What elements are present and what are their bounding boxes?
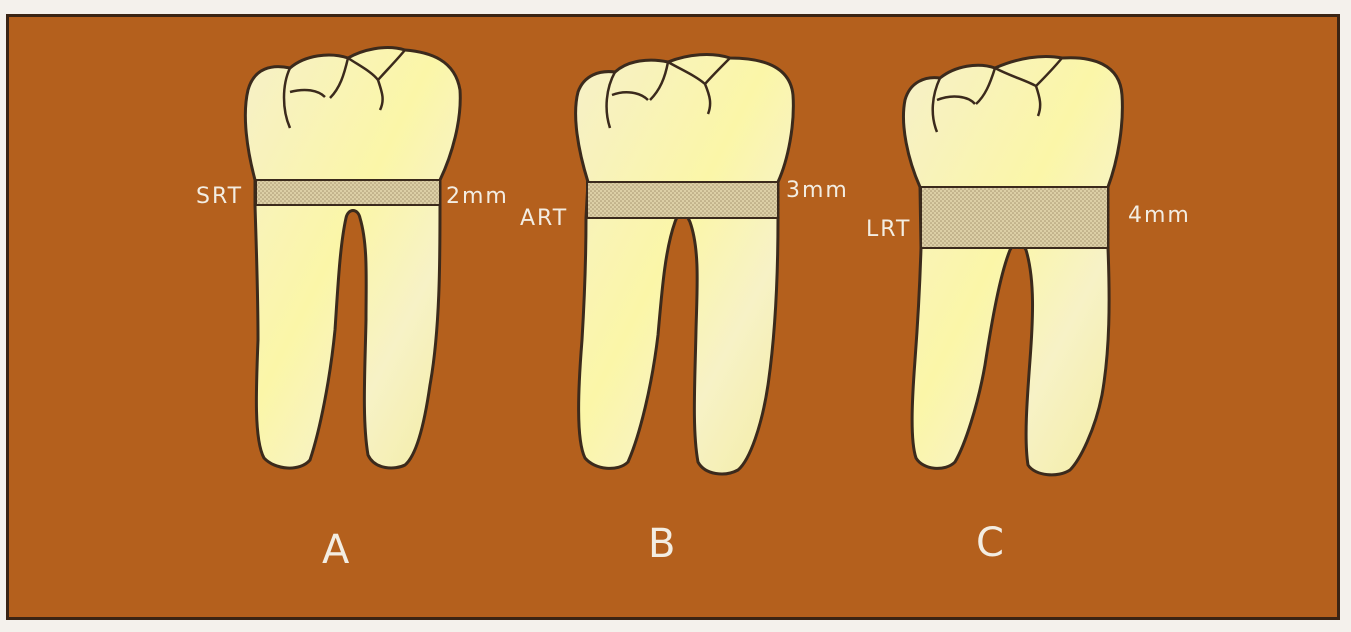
tooth-c-letter: C: [976, 520, 1004, 566]
tooth-a-outline: [245, 48, 460, 468]
tooth-b: ART 3mm B: [520, 55, 849, 567]
tooth-a-trunk-label: SRT: [196, 184, 243, 209]
tooth-a-root-trunk: [256, 180, 440, 205]
tooth-b-root-trunk: [587, 182, 778, 218]
tooth-c: LRT 4mm C: [866, 56, 1191, 566]
tooth-c-measurement: 4mm: [1128, 203, 1191, 228]
tooth-b-trunk-label: ART: [520, 206, 568, 231]
tooth-a: SRT 2mm A: [196, 48, 509, 573]
tooth-b-measurement: 3mm: [786, 178, 849, 203]
tooth-a-measurement: 2mm: [446, 184, 509, 209]
tooth-c-trunk-label: LRT: [866, 217, 911, 242]
tooth-c-outline: [903, 56, 1122, 474]
tooth-b-letter: B: [648, 521, 675, 567]
tooth-c-root-trunk: [921, 187, 1108, 248]
tooth-a-letter: A: [322, 527, 350, 573]
